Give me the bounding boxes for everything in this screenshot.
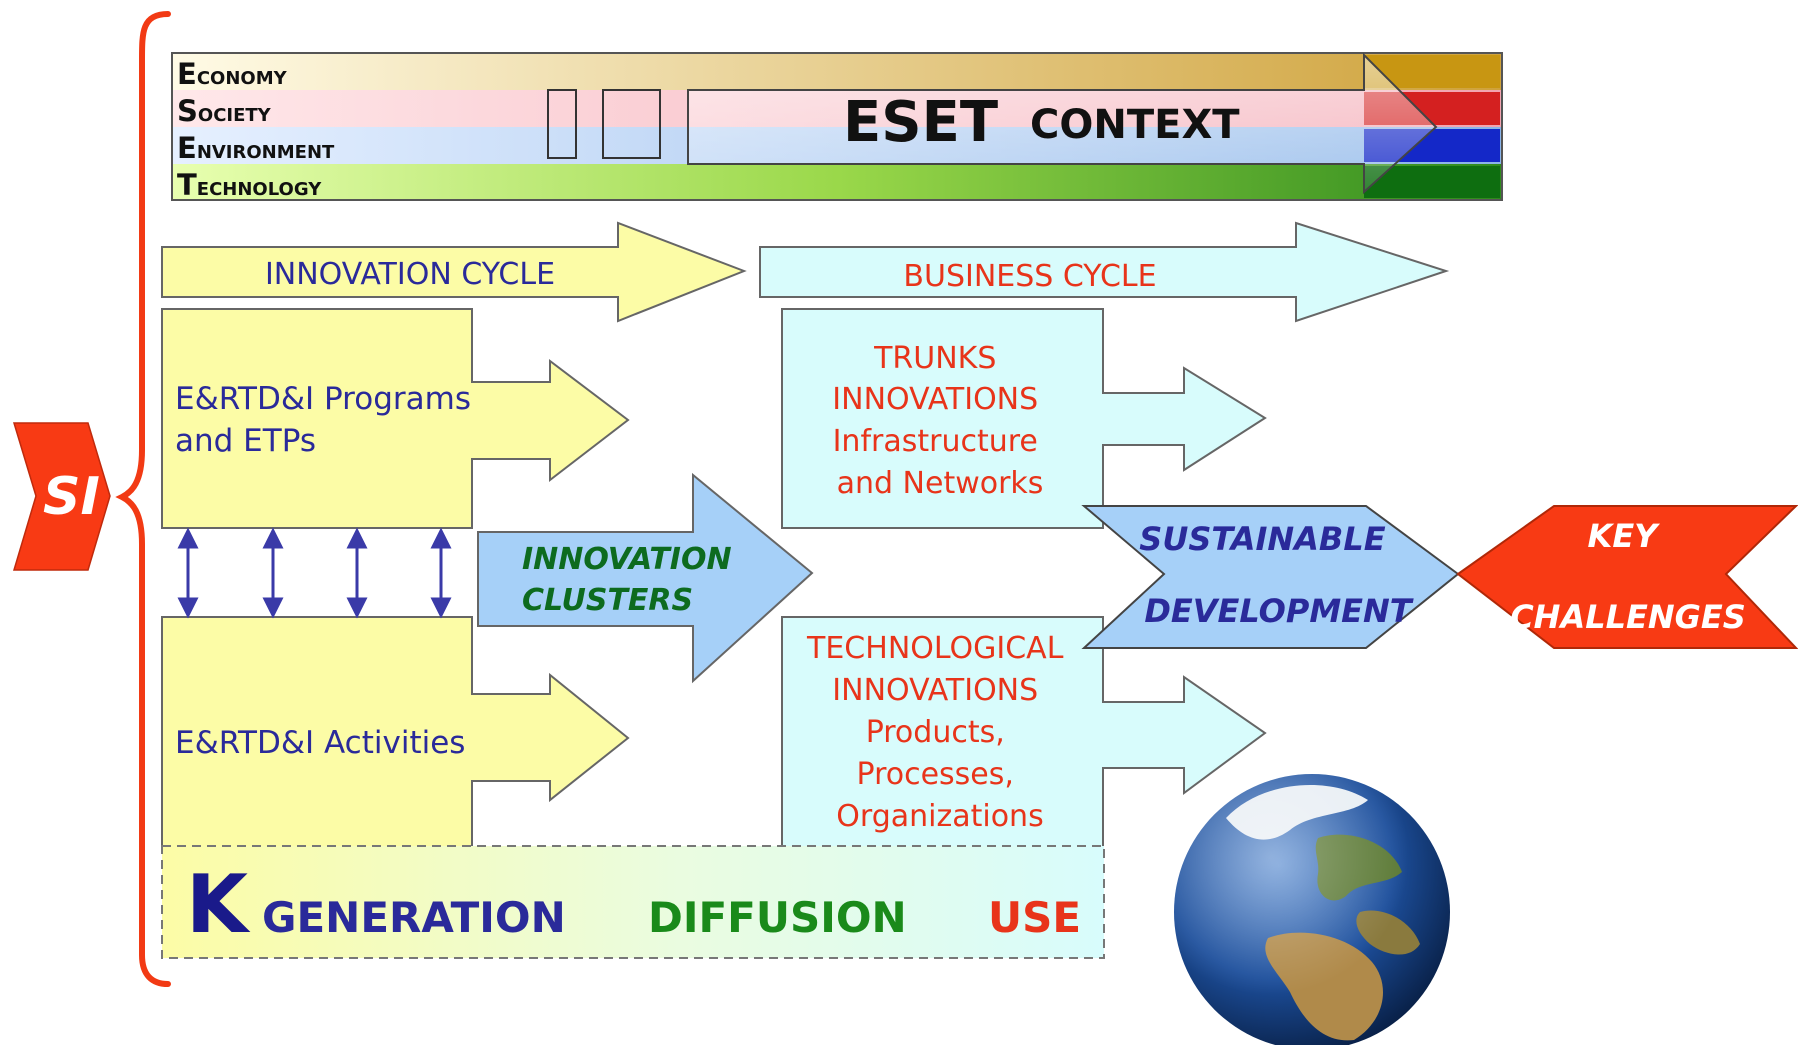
context-arrow: [687, 52, 1438, 195]
context-title-sub: CONTEXT: [1030, 102, 1240, 148]
knowledge-generation: GENERATION: [262, 893, 566, 942]
programs-box-text: E&RTD&I Programs and ETPs: [175, 381, 481, 459]
technology-label: TECHNOLOGY: [177, 168, 322, 202]
trunks-box-text: TRUNKS INNOVATIONS Infrastructure and Ne…: [832, 341, 1047, 501]
innovation-clusters-arrow: [477, 472, 814, 684]
trunks-box: [781, 308, 1267, 529]
earth-globe-image: [1174, 774, 1450, 1045]
si-label: SI: [43, 467, 100, 527]
context-block-2: [602, 89, 661, 159]
key-challenges-text: KEY CHALLENGES: [1510, 517, 1746, 636]
innovation-cycle-arrow: [161, 221, 747, 323]
activities-box-text: E&RTD&I Activities: [175, 725, 465, 761]
context-block-1: [547, 89, 577, 159]
economy-label: ECONOMY: [177, 57, 288, 91]
si-brace: [115, 11, 171, 987]
si-chevron: [12, 422, 111, 571]
context-title-main: ESET: [843, 90, 998, 155]
knowledge-bar: [161, 845, 1105, 959]
society-label: SOCIETY: [177, 94, 272, 128]
sustainable-development-text: SUSTAINABLE DEVELOPMENT: [1139, 520, 1414, 630]
knowledge-diffusion: DIFFUSION: [648, 893, 907, 942]
innovation-cycle-label: INNOVATION CYCLE: [265, 257, 555, 292]
technological-box-text: TECHNOLOGICAL INNOVATIONS Products, Proc…: [806, 631, 1073, 834]
key-challenges-shape: [1456, 505, 1798, 649]
business-cycle-arrow: [759, 221, 1450, 323]
knowledge-use: USE: [988, 893, 1081, 942]
environment-label: ENVIRONMENT: [177, 131, 335, 165]
exchange-arrows: [177, 527, 452, 619]
eset-context-panel: ECONOMY SOCIETY ENVIRONMENT TECHNOLOGY E…: [171, 52, 1503, 202]
economy-band: [172, 53, 1502, 90]
innovation-clusters-text: INNOVATION CLUSTERS: [522, 542, 742, 618]
knowledge-k: K: [186, 858, 251, 951]
programs-box: [161, 308, 630, 529]
sustainable-development-shape: [1081, 505, 1460, 649]
technology-band: [172, 164, 1502, 200]
business-cycle-label: BUSINESS CYCLE: [903, 259, 1156, 294]
